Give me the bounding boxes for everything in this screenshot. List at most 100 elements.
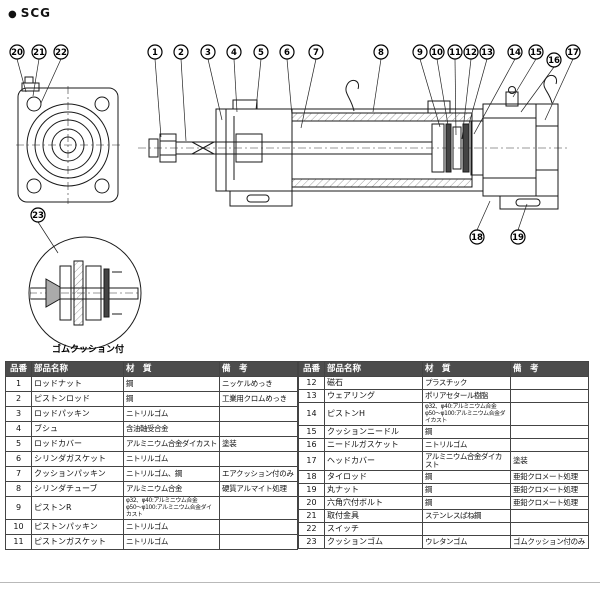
part-name-cell: ウェアリング bbox=[324, 389, 423, 403]
leader-line bbox=[233, 58, 238, 113]
svg-text:4: 4 bbox=[231, 48, 237, 58]
leader-line bbox=[520, 66, 555, 113]
svg-text:3: 3 bbox=[205, 48, 211, 58]
balloon-5: 5 bbox=[253, 44, 269, 60]
material-cell: 鋼 bbox=[123, 376, 220, 392]
foot-slot bbox=[515, 198, 541, 207]
balloon-21: 21 bbox=[31, 44, 47, 60]
magnet bbox=[452, 126, 462, 170]
col-header-note: 備 考 bbox=[219, 361, 298, 377]
part-name-cell: ロッドナット bbox=[31, 376, 124, 392]
part-name-cell: クッションゴム bbox=[324, 535, 423, 550]
piston-packing bbox=[445, 123, 452, 173]
balloon-23: 23 bbox=[30, 207, 46, 223]
note-cell: 塗装 bbox=[219, 436, 298, 452]
head-cover bbox=[482, 86, 559, 210]
end-boss bbox=[535, 125, 559, 171]
header-row: 品番 部品名称 材 質 備 考 bbox=[5, 361, 298, 377]
balloon-11: 11 bbox=[447, 44, 463, 60]
material-cell: 含油軸受合金 bbox=[123, 421, 220, 437]
svg-text:23: 23 bbox=[32, 211, 44, 221]
cylinder-tube bbox=[291, 100, 483, 192]
material-cell: 鋼 bbox=[422, 496, 511, 511]
svg-text:21: 21 bbox=[33, 48, 45, 58]
part-name-cell: ピストンパッキン bbox=[31, 519, 124, 536]
leader-line bbox=[517, 203, 528, 231]
detail-caption: ゴムクッション付 bbox=[52, 343, 124, 355]
material-cell: ニトリルゴム、鋼 bbox=[123, 466, 220, 482]
part-name-cell: 磁石 bbox=[324, 376, 423, 390]
material-cell: φ32、φ40:アルミニウム合金 φ50〜φ100:アルミニウム合金ダイカスト bbox=[123, 495, 220, 521]
leader-line bbox=[180, 58, 187, 142]
svg-text:11: 11 bbox=[449, 48, 461, 58]
svg-text:16: 16 bbox=[548, 56, 560, 66]
part-name-cell: ピストンガスケット bbox=[31, 534, 124, 551]
note-cell: ニッケルめっき bbox=[219, 376, 298, 392]
material-cell: φ32、φ40:アルミニウム合金 φ50〜φ100:アルミニウム合金ダイカスト bbox=[422, 401, 511, 427]
svg-text:2: 2 bbox=[178, 48, 184, 58]
note-cell bbox=[219, 534, 298, 551]
balloon-17: 17 bbox=[565, 44, 581, 60]
svg-text:5: 5 bbox=[258, 48, 264, 58]
svg-text:6: 6 bbox=[284, 48, 290, 58]
part-no-cell: 4 bbox=[5, 421, 32, 437]
note-cell bbox=[510, 389, 589, 403]
front-view bbox=[16, 76, 120, 204]
bullet-icon: ● bbox=[8, 9, 18, 20]
part-no-cell: 11 bbox=[5, 534, 32, 551]
rod-circle bbox=[59, 136, 77, 154]
fitting-hook bbox=[543, 74, 558, 104]
balloon-8: 8 bbox=[373, 44, 389, 60]
part-no-cell: 22 bbox=[298, 522, 325, 537]
part-name-cell: 丸ナット bbox=[324, 483, 423, 498]
series-label: ●SCG bbox=[8, 6, 51, 20]
balloon-9: 9 bbox=[412, 44, 428, 60]
rod-cover bbox=[215, 99, 293, 207]
part-no-cell: 16 bbox=[298, 438, 325, 453]
material-cell bbox=[422, 522, 511, 537]
col-header-name: 部品名称 bbox=[324, 361, 423, 377]
cylinder-cross-section-diagram: ゴムクッション付 20 21 22 1 2 3 4 5 6 7 8 9 10 1… bbox=[9, 44, 581, 355]
leader-line bbox=[37, 221, 59, 254]
part-name-cell: 六角穴付ボルト bbox=[324, 496, 423, 511]
piston-hatch bbox=[73, 260, 84, 326]
wear-ring bbox=[462, 123, 470, 173]
part-name-cell: ロッドカバー bbox=[31, 436, 124, 452]
note-cell: エアクッション付のみ bbox=[219, 466, 298, 482]
svg-text:10: 10 bbox=[431, 48, 443, 58]
note-cell bbox=[510, 438, 589, 453]
part-name-cell: スイッチ bbox=[324, 522, 423, 537]
svg-text:15: 15 bbox=[530, 48, 542, 58]
foot-bracket bbox=[499, 195, 559, 210]
leader-line bbox=[207, 58, 223, 121]
seal-section bbox=[103, 268, 110, 318]
tube-wall-hatch bbox=[291, 112, 473, 122]
balloon-2: 2 bbox=[173, 44, 189, 60]
piston-section bbox=[85, 265, 102, 321]
part-name-cell: ロッドパッキン bbox=[31, 406, 124, 422]
note-cell: ゴムクッション付のみ bbox=[510, 535, 589, 550]
part-no-cell: 1 bbox=[5, 376, 32, 392]
svg-text:20: 20 bbox=[11, 48, 23, 58]
part-no-cell: 9 bbox=[5, 495, 32, 521]
material-cell: 鋼 bbox=[123, 391, 220, 407]
leader-line bbox=[154, 58, 162, 138]
svg-text:8: 8 bbox=[378, 48, 384, 58]
detail-circle bbox=[28, 236, 142, 350]
balloon-15: 15 bbox=[528, 44, 544, 60]
bolt-hole bbox=[26, 96, 42, 112]
fitting-hook bbox=[345, 79, 360, 112]
part-name-cell: ヘッドカバー bbox=[324, 451, 423, 472]
svg-text:17: 17 bbox=[567, 48, 579, 58]
